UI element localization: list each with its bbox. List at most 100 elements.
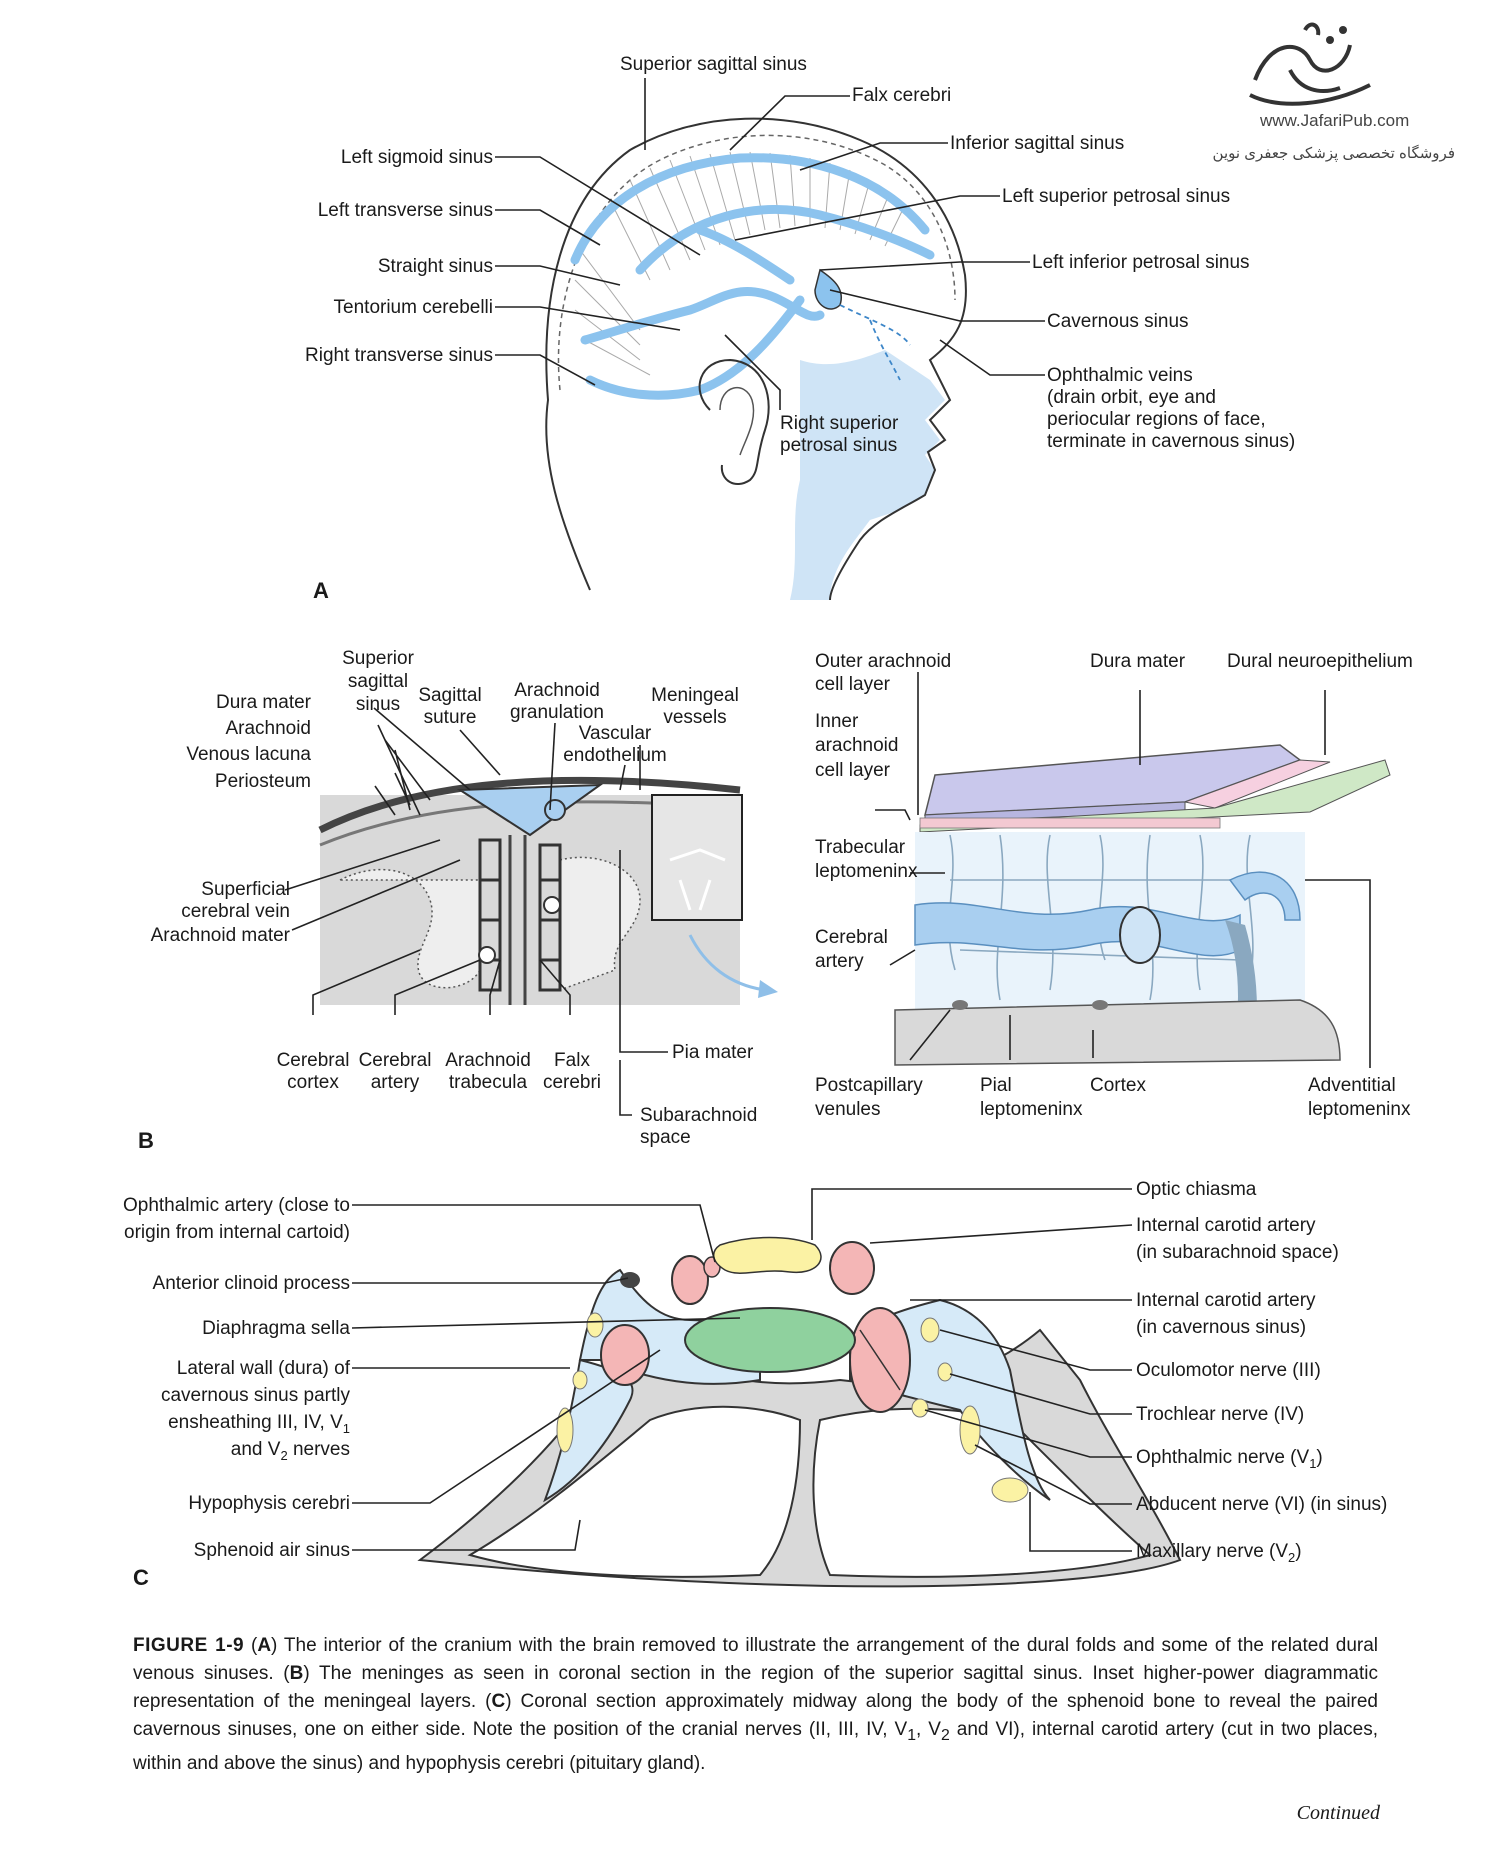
label-b-superficial-vein-1: Superficial xyxy=(201,879,290,900)
caption-text-b: The meninges as seen in coronal section … xyxy=(133,1663,1378,1712)
label-c-anterior-clinoid: Anterior clinoid process xyxy=(153,1273,350,1294)
label-b-arachnoid-granulation-1: Arachnoid xyxy=(514,680,600,701)
label-right-superior-petrosal-1: Right superior xyxy=(780,413,899,434)
caption-sub2: 2 xyxy=(940,1726,950,1744)
label-b-pia-mater: Pia mater xyxy=(672,1042,754,1063)
label-b-superior-sagittal-1: Superior xyxy=(342,648,414,669)
label-cavernous-sinus: Cavernous sinus xyxy=(1047,311,1189,332)
label-inset-pial-2: leptomeninx xyxy=(980,1099,1083,1120)
label-c-lateral-wall-4-tail: nerves xyxy=(288,1439,350,1460)
label-b-cerebral-artery-2: artery xyxy=(371,1072,420,1093)
label-b-vascular-endothelium-2: endothelium xyxy=(563,745,667,766)
label-inset-inner-arachnoid-1: Inner xyxy=(815,711,859,732)
label-b-sagittal-suture-2: suture xyxy=(424,707,477,728)
label-b-cerebral-cortex-1: Cerebral xyxy=(277,1050,350,1071)
label-inset-outer-arachnoid-1: Outer arachnoid xyxy=(815,651,951,672)
panel-a-letter: A xyxy=(313,578,329,603)
label-b-cerebral-artery-1: Cerebral xyxy=(359,1050,432,1071)
label-inset-dura-mater: Dura mater xyxy=(1090,651,1186,672)
panel-c-illustration xyxy=(417,1236,1182,1588)
label-c-sphenoid-air-sinus: Sphenoid air sinus xyxy=(194,1540,350,1561)
caption-ref-c: C xyxy=(491,1691,506,1712)
label-inset-inner-arachnoid-2: arachnoid xyxy=(815,735,898,756)
label-c-ica-cavernous-2: (in cavernous sinus) xyxy=(1136,1317,1306,1338)
panel-b-inset-leaders xyxy=(875,672,1371,1068)
label-b-periosteum: Periosteum xyxy=(215,771,311,792)
panel-a-leaders xyxy=(495,78,1045,410)
caption-text-c2: , V xyxy=(916,1719,941,1740)
label-b-vascular-endothelium-1: Vascular xyxy=(579,723,652,744)
label-superior-sagittal-sinus: Superior sagittal sinus xyxy=(620,54,807,75)
label-inset-postcapillary-2: venules xyxy=(815,1099,881,1120)
figure-caption: FIGURE 1-9 (A) The interior of the crani… xyxy=(133,1635,1379,1774)
label-c-optic-chiasma: Optic chiasma xyxy=(1136,1179,1257,1200)
label-c-diaphragma-sella: Diaphragma sella xyxy=(202,1318,350,1339)
label-left-sigmoid-sinus: Left sigmoid sinus xyxy=(341,147,493,168)
label-c-maxillary-tail: ) xyxy=(1295,1541,1301,1562)
label-c-ica-subarachnoid-2: (in subarachnoid space) xyxy=(1136,1242,1339,1263)
label-c-hypophysis: Hypophysis cerebri xyxy=(188,1493,350,1514)
label-falx-cerebri: Falx cerebri xyxy=(852,85,951,106)
label-c-lateral-wall-4: and V2 nerves xyxy=(231,1439,350,1463)
label-b-arachnoid-mater: Arachnoid mater xyxy=(151,925,291,946)
label-c-ophthalmic-nerve: Ophthalmic nerve (V1) xyxy=(1136,1447,1323,1471)
label-b-arachnoid-granulation-2: granulation xyxy=(510,702,604,723)
label-right-superior-petrosal-2: petrosal sinus xyxy=(780,435,897,456)
label-b-dura-mater: Dura mater xyxy=(216,692,312,713)
label-inset-adventitial-2: leptomeninx xyxy=(1308,1099,1411,1120)
label-c-lateral-wall-4-sub: 2 xyxy=(280,1448,287,1463)
caption-text-c1: Coronal section approximately midway alo… xyxy=(133,1691,1379,1740)
caption-ref-b: B xyxy=(289,1663,304,1684)
label-straight-sinus: Straight sinus xyxy=(378,256,493,277)
label-inset-inner-arachnoid-3: cell layer xyxy=(815,760,891,781)
label-c-ica-cavernous-1: Internal carotid artery xyxy=(1136,1290,1316,1311)
label-c-maxillary: Maxillary nerve (V2) xyxy=(1136,1541,1302,1565)
label-ophthalmic-veins-3: periocular regions of face, xyxy=(1047,409,1266,430)
label-b-cerebral-cortex-2: cortex xyxy=(287,1072,339,1093)
label-inset-cerebral-artery-2: artery xyxy=(815,951,864,972)
caption-text-a: The interior of the cranium with the bra… xyxy=(133,1635,1379,1684)
label-b-meningeal-vessels-2: vessels xyxy=(663,707,726,728)
label-left-inferior-petrosal-sinus: Left inferior petrosal sinus xyxy=(1032,252,1250,273)
label-c-ophthalmic-nerve-text: Ophthalmic nerve (V xyxy=(1136,1447,1310,1468)
label-inset-adventitial-1: Adventitial xyxy=(1308,1075,1396,1096)
label-c-abducent: Abducent nerve (VI) (in sinus) xyxy=(1136,1494,1387,1515)
label-b-superior-sagittal-3: sinus xyxy=(356,694,400,715)
panel-c-leaders xyxy=(351,1188,1133,1552)
label-b-subarachnoid-2: space xyxy=(640,1127,691,1148)
label-c-ophthalmic-artery-2: origin from internal cartoid) xyxy=(124,1222,350,1243)
watermark-site: www.JafariPub.com xyxy=(1259,111,1409,130)
panel-b-letter: B xyxy=(138,1128,154,1153)
label-inset-postcapillary-1: Postcapillary xyxy=(815,1075,923,1096)
label-ophthalmic-veins-2: (drain orbit, eye and xyxy=(1047,387,1216,408)
label-c-lateral-wall-3-sub: 1 xyxy=(343,1421,350,1436)
label-inset-cerebral-artery-1: Cerebral xyxy=(815,927,888,948)
label-c-lateral-wall-3-text: ensheathing III, IV, V xyxy=(168,1412,343,1433)
caption-sub1: 1 xyxy=(907,1726,917,1744)
label-b-subarachnoid-1: Subarachnoid xyxy=(640,1105,757,1126)
label-b-venous-lacuna: Venous lacuna xyxy=(186,744,311,765)
label-b-falx-cerebri-2: cerebri xyxy=(543,1072,601,1093)
label-inset-outer-arachnoid-2: cell layer xyxy=(815,674,891,695)
label-inset-cortex: Cortex xyxy=(1090,1075,1146,1096)
label-c-lateral-wall-3: ensheathing III, IV, V1 xyxy=(168,1412,350,1436)
label-tentorium-cerebelli: Tentorium cerebelli xyxy=(334,297,493,318)
label-c-ica-subarachnoid-1: Internal carotid artery xyxy=(1136,1215,1316,1236)
label-c-ophthalmic-artery-1: Ophthalmic artery (close to xyxy=(123,1195,350,1216)
caption-ref-a: A xyxy=(257,1635,272,1656)
label-b-arachnoid: Arachnoid xyxy=(225,718,311,739)
label-inset-pial-1: Pial xyxy=(980,1075,1012,1096)
watermark-tagline: فروشگاه تخصصی پزشکی جعفری نوین xyxy=(1213,144,1455,162)
label-ophthalmic-veins-4: terminate in cavernous sinus) xyxy=(1047,431,1295,452)
label-c-maxillary-sub: 2 xyxy=(1288,1550,1295,1565)
label-c-lateral-wall-2: cavernous sinus partly xyxy=(161,1385,351,1406)
label-c-lateral-wall-4-text: and V xyxy=(231,1439,281,1460)
continued-note: Continued xyxy=(1296,1802,1380,1824)
label-inset-trabecular-1: Trabecular xyxy=(815,837,906,858)
label-b-meningeal-vessels-1: Meningeal xyxy=(651,685,739,706)
label-b-arachnoid-trabecula-1: Arachnoid xyxy=(445,1050,531,1071)
label-c-lateral-wall-1: Lateral wall (dura) of xyxy=(177,1358,351,1379)
label-c-ophthalmic-nerve-tail: ) xyxy=(1316,1447,1322,1468)
label-b-arachnoid-trabecula-2: trabecula xyxy=(449,1072,528,1093)
